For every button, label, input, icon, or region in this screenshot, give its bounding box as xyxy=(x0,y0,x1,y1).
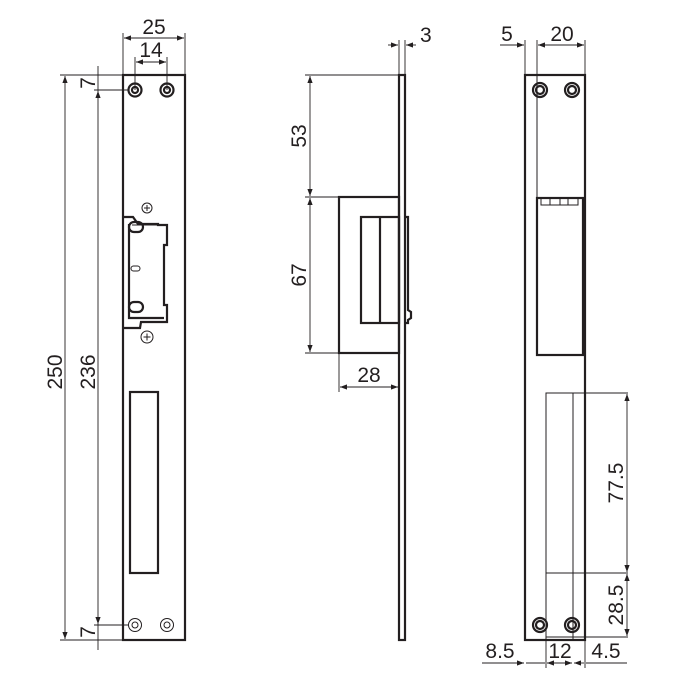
dim-body-depth: 28 xyxy=(357,364,380,387)
dim-width: 25 xyxy=(142,16,165,39)
dim-top-offset: 53 xyxy=(288,124,311,147)
dim-bottom-hole-offset: 7 xyxy=(77,626,100,638)
front-plate xyxy=(121,73,187,642)
strike-body-back xyxy=(535,196,585,357)
dim-slot-length: 77.5 xyxy=(605,463,628,504)
side-plate xyxy=(397,73,407,642)
back-view: 5 20 77.5 28.5 8.5 12 4.5 xyxy=(482,23,630,668)
dim-right-margin: 4.5 xyxy=(591,640,620,663)
dim-edge-offset: 5 xyxy=(501,23,513,46)
front-view: 25 14 250 236 7 7 xyxy=(44,16,187,650)
dim-body-width: 20 xyxy=(550,23,573,46)
mounting-hole xyxy=(128,618,174,632)
dim-left-margin: 8.5 xyxy=(485,640,514,663)
side-view: 3 53 67 28 xyxy=(288,24,432,642)
mounting-hole xyxy=(531,81,581,634)
strike-mechanism xyxy=(124,202,169,344)
strike-body xyxy=(337,195,401,355)
dim-hole-pitch: 236 xyxy=(77,354,100,389)
dim-hole-spacing: 14 xyxy=(139,39,163,62)
dim-plate-thickness: 3 xyxy=(420,24,432,47)
dim-slot-width: 12 xyxy=(548,640,571,663)
dim-top-hole-offset: 7 xyxy=(77,77,100,89)
dim-total-height: 250 xyxy=(44,354,67,389)
latch-slot xyxy=(128,390,160,575)
dim-body-height: 67 xyxy=(288,263,311,286)
back-plate xyxy=(523,73,587,642)
dim-lower-section: 28.5 xyxy=(605,585,628,626)
